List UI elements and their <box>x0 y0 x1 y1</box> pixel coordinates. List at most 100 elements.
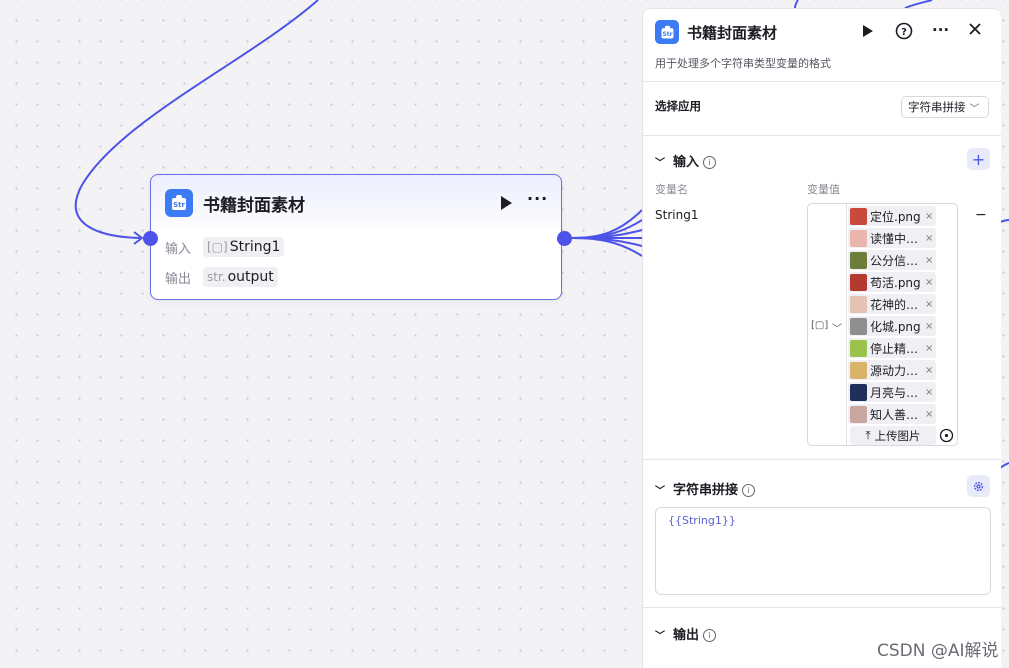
file-name: 源动力… <box>870 363 919 378</box>
file-name: 读懂中… <box>870 231 919 246</box>
array-bracket-icon: [▢] <box>207 240 228 254</box>
divider <box>643 459 1001 460</box>
file-item[interactable]: 知人善… × <box>848 404 936 424</box>
file-name: 定位.png <box>870 209 921 224</box>
file-item[interactable]: 公分信… × <box>848 250 936 270</box>
node-output-label: 输出 <box>165 271 192 287</box>
remove-file-icon[interactable]: × <box>925 232 934 244</box>
remove-file-icon[interactable]: × <box>925 320 934 332</box>
close-icon[interactable] <box>968 22 982 40</box>
image-thumbnail <box>850 229 867 247</box>
remove-file-icon[interactable]: × <box>925 210 934 222</box>
chevron-down-icon: ﹀ <box>655 486 665 497</box>
file-list: 定位.png×读懂中…×公分信…×苟活.png×花神的…×化城.png×停止精…… <box>848 204 958 424</box>
remove-file-icon[interactable]: × <box>925 408 934 420</box>
select-app-dropdown[interactable]: 字符串拼接 ﹀ <box>901 96 989 118</box>
input-port[interactable] <box>143 231 158 246</box>
image-thumbnail <box>850 251 867 269</box>
remove-file-icon[interactable]: × <box>925 342 934 354</box>
image-thumbnail <box>850 383 867 401</box>
remove-file-icon[interactable]: × <box>925 386 934 398</box>
image-thumbnail <box>850 317 867 335</box>
watermark: CSDN @AI解说 <box>877 641 999 661</box>
image-thumbnail <box>850 295 867 313</box>
remove-file-icon[interactable]: × <box>925 276 934 288</box>
svg-text:Str: Str <box>662 30 672 37</box>
file-item[interactable]: 化城.png × <box>848 316 936 336</box>
file-name: 停止精… <box>870 341 919 356</box>
node-output-value: output <box>227 269 274 285</box>
chevron-down-icon: ﹀ <box>969 103 980 115</box>
image-thumbnail <box>850 405 867 423</box>
array-type-icon[interactable]: [▢] <box>811 320 829 331</box>
chevron-down-icon: ﹀ <box>655 158 665 169</box>
chevron-down-icon[interactable]: ﹀ <box>832 324 842 335</box>
output-section-title: 输出 <box>673 628 700 643</box>
file-item[interactable]: 苟活.png × <box>848 272 936 292</box>
info-icon: i <box>742 484 756 497</box>
more-icon[interactable]: ··· <box>527 189 549 208</box>
more-icon[interactable]: ··· <box>932 21 950 39</box>
help-icon[interactable]: ? <box>895 22 913 44</box>
file-name: 花神的… <box>870 297 919 312</box>
panel-description: 用于处理多个字符串类型变量的格式 <box>655 57 831 70</box>
remove-file-icon[interactable]: × <box>925 364 934 376</box>
concat-template-value: {{String1}} <box>668 514 736 527</box>
file-name: 知人善… <box>870 407 919 422</box>
node-output-row: 输出 str. output <box>165 267 278 287</box>
file-item[interactable]: 月亮与… × <box>848 382 936 402</box>
file-name: 化城.png <box>870 319 921 334</box>
var-name-header: 变量名 <box>655 183 688 196</box>
node-input-tag: [▢] String1 <box>203 237 285 257</box>
var-value-header: 变量值 <box>807 183 840 196</box>
node-output-type: str. <box>207 270 226 284</box>
workflow-node[interactable]: Str 书籍封面素材 ··· 输入 [▢] String1 输出 str. ou… <box>150 174 562 300</box>
node-input-label: 输入 <box>165 241 192 257</box>
file-item[interactable]: 花神的… × <box>848 294 936 314</box>
remove-variable-button[interactable]: − <box>975 207 987 223</box>
file-name: 月亮与… <box>870 385 919 400</box>
upload-image-button[interactable]: ⤒上传图片 <box>850 426 936 445</box>
remove-file-icon[interactable]: × <box>925 254 934 266</box>
file-item[interactable]: 定位.png × <box>848 206 936 226</box>
image-thumbnail <box>850 273 867 291</box>
upload-label: 上传图片 <box>874 428 921 443</box>
add-variable-button[interactable]: + <box>967 148 990 170</box>
node-input-value: String1 <box>229 239 281 255</box>
svg-text:?: ? <box>901 27 907 38</box>
svg-text:Str: Str <box>173 201 185 209</box>
concat-section-title: 字符串拼接 <box>673 483 739 498</box>
output-port[interactable] <box>557 231 572 246</box>
string-plugin-icon: Str <box>165 189 193 217</box>
chevron-down-icon: ﹀ <box>655 631 665 642</box>
divider <box>846 204 847 445</box>
concat-settings-button[interactable] <box>967 475 990 497</box>
info-icon: i <box>703 156 717 169</box>
concat-template-input[interactable]: {{String1}} <box>655 507 991 595</box>
node-settings-panel: Str 书籍封面素材 ? ··· 用于处理多个字符串类型变量的格式 选择应用 字… <box>642 8 1001 668</box>
gear-icon <box>973 481 984 491</box>
variable-reference-icon[interactable] <box>939 428 954 447</box>
node-input-row: 输入 [▢] String1 <box>165 237 285 257</box>
divider <box>643 607 1001 608</box>
file-item[interactable]: 读懂中… × <box>848 228 936 248</box>
select-app-label: 选择应用 <box>655 99 701 113</box>
file-name: 苟活.png <box>870 275 921 290</box>
file-name: 公分信… <box>870 253 919 268</box>
panel-title: 书籍封面素材 <box>687 24 778 42</box>
image-thumbnail <box>850 207 867 225</box>
run-icon[interactable] <box>862 24 874 42</box>
string-plugin-icon: Str <box>655 20 679 44</box>
var-value-file-field[interactable]: [▢] ﹀ 定位.png×读懂中…×公分信…×苟活.png×花神的…×化城.pn… <box>807 203 958 446</box>
file-item[interactable]: 源动力… × <box>848 360 936 380</box>
run-icon[interactable] <box>499 195 515 211</box>
panel-header: Str 书籍封面素材 ? ··· 用于处理多个字符串类型变量的格式 <box>643 9 1001 82</box>
divider <box>643 135 1001 136</box>
remove-file-icon[interactable]: × <box>925 298 934 310</box>
file-item[interactable]: 停止精… × <box>848 338 936 358</box>
upload-icon: ⤒ <box>865 428 871 442</box>
image-thumbnail <box>850 361 867 379</box>
